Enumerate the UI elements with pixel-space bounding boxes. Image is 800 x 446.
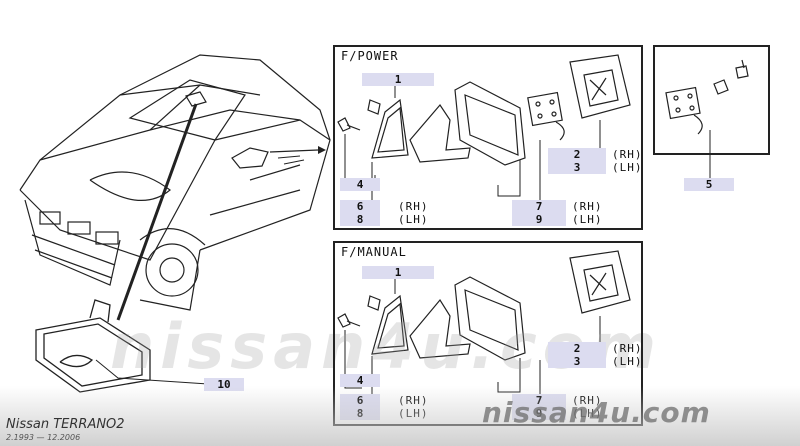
callout-power-6[interactable]: 6 bbox=[340, 200, 380, 213]
callout-5[interactable]: 5 bbox=[684, 178, 734, 191]
power-mirror-panel: F/POWER bbox=[333, 45, 643, 230]
power-panel-title: F/POWER bbox=[341, 49, 399, 63]
site-logo-text[interactable]: nissan4u.com bbox=[482, 396, 711, 429]
callout-power-4[interactable]: 4 bbox=[340, 178, 380, 191]
callout-power-8[interactable]: 8 bbox=[340, 213, 380, 226]
power-2-side-label: (RH) bbox=[612, 148, 643, 161]
callout-power-3[interactable]: 3 bbox=[548, 161, 606, 174]
callout-manual-3[interactable]: 3 bbox=[548, 355, 606, 368]
manual-2-side-label: (RH) bbox=[612, 342, 643, 355]
footer-gradient bbox=[0, 386, 800, 446]
power-6-side-label: (RH) bbox=[398, 200, 429, 213]
callout-power-1[interactable]: 1 bbox=[362, 73, 434, 86]
production-dates: 2.1993 — 12.2006 bbox=[6, 433, 81, 442]
callout-power-2[interactable]: 2 bbox=[548, 148, 606, 161]
vehicle-model-label: Nissan TERRANO2 bbox=[6, 417, 125, 432]
callout-power-7[interactable]: 7 bbox=[512, 200, 566, 213]
callout-power-9[interactable]: 9 bbox=[512, 213, 566, 226]
callout-manual-1[interactable]: 1 bbox=[362, 266, 434, 279]
mirror-motor-panel bbox=[653, 45, 770, 155]
power-7-side-label: (RH) bbox=[572, 200, 603, 213]
power-3-side-label: (LH) bbox=[612, 161, 643, 174]
callout-manual-2[interactable]: 2 bbox=[548, 342, 606, 355]
power-9-side-label: (LH) bbox=[572, 213, 603, 226]
manual-panel-title: F/MANUAL bbox=[341, 245, 407, 259]
power-8-side-label: (LH) bbox=[398, 213, 429, 226]
manual-3-side-label: (LH) bbox=[612, 355, 643, 368]
callout-manual-4[interactable]: 4 bbox=[340, 374, 380, 387]
